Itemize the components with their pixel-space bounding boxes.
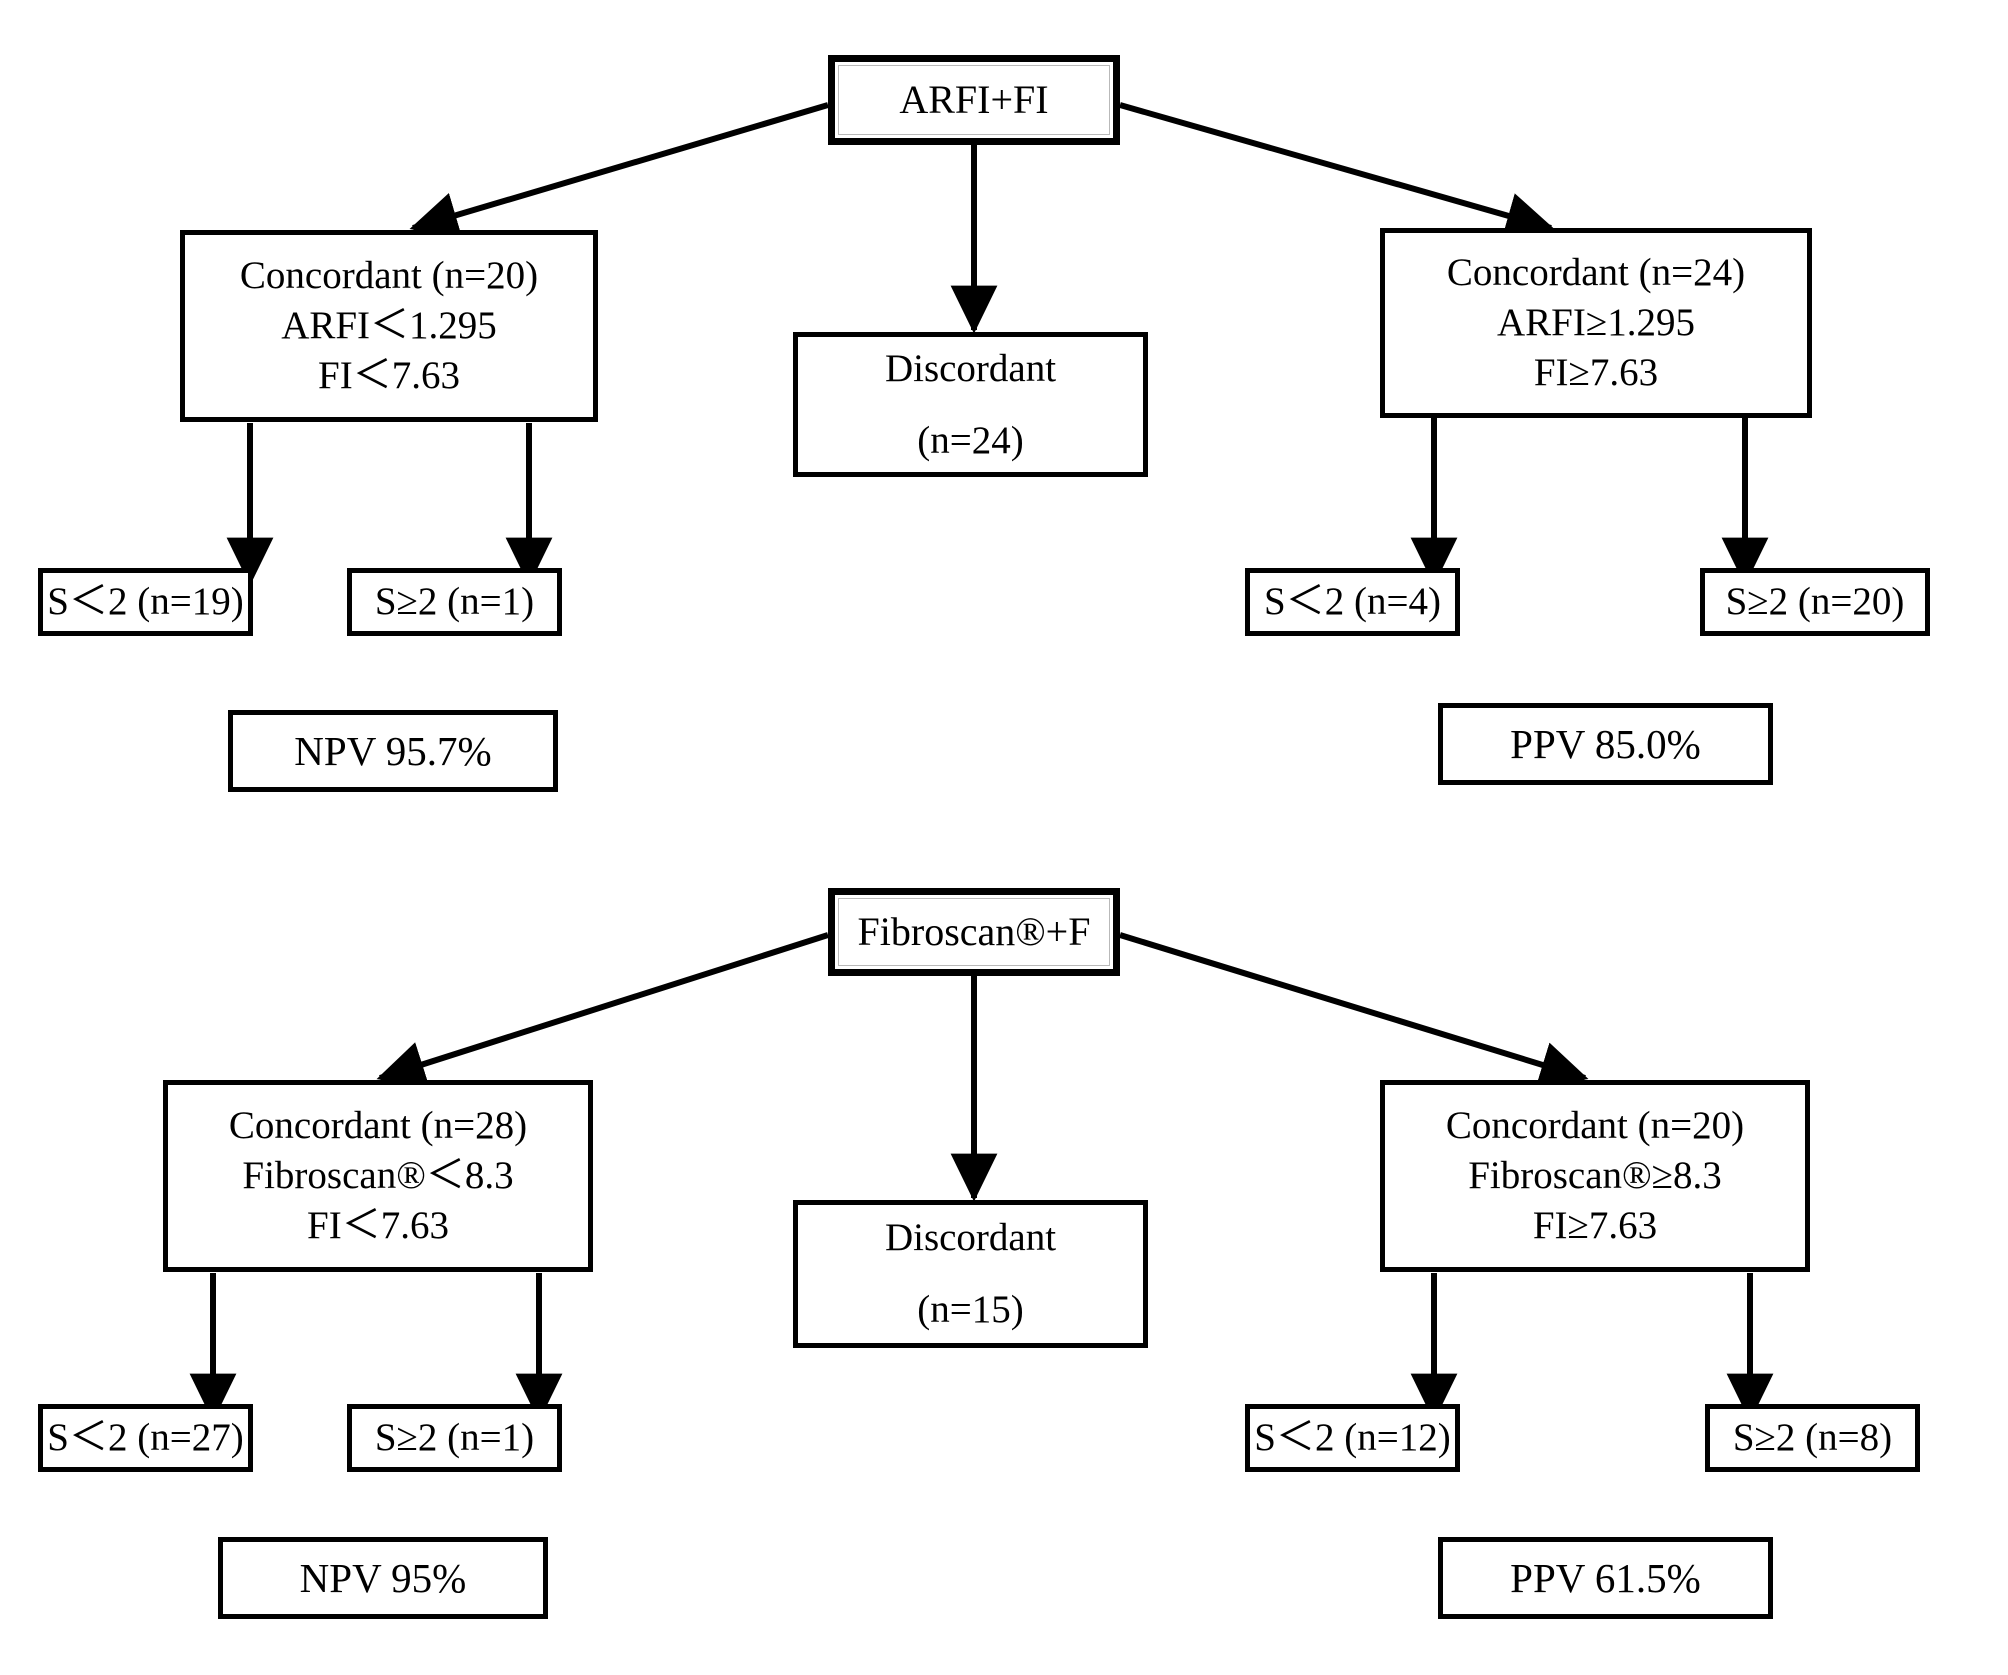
node-leaf-arfi-right-high-label: S≥2 (n=20): [1725, 580, 1905, 624]
node-leaf-arfi-right-high[interactable]: S≥2 (n=20): [1700, 568, 1930, 636]
edge-root1-to-left-concordant: [409, 102, 829, 238]
node-leaf-fibroscan-left-low[interactable]: S＜2 (n=27): [38, 1404, 253, 1472]
node-right-concordant-fibroscan[interactable]: Concordant (n=20) Fibroscan®≥8.3 FI≥7.63: [1380, 1080, 1810, 1272]
node-right-concordant-arfi-line2: ARFI≥1.295: [1496, 301, 1695, 345]
node-left-concordant-arfi-line2: ARFI＜1.295: [281, 304, 497, 348]
node-discordant-arfi-line1: Discordant: [884, 346, 1057, 390]
node-left-concordant-fibroscan[interactable]: Concordant (n=28) Fibroscan®＜8.3 FI＜7.63: [163, 1080, 593, 1272]
node-leaf-fibroscan-right-low-label: S＜2 (n=12): [1254, 1416, 1451, 1460]
node-leaf-fibroscan-right-high[interactable]: S≥2 (n=8): [1705, 1404, 1920, 1472]
node-leaf-arfi-left-low-label: S＜2 (n=19): [47, 580, 244, 624]
node-discordant-fibroscan[interactable]: Discordant (n=15): [793, 1200, 1148, 1348]
node-left-concordant-fibroscan-line2: Fibroscan®＜8.3: [242, 1154, 514, 1198]
edge-root2-to-right-concordant: [1119, 932, 1589, 1088]
node-ppv-fibroscan[interactable]: PPV 61.5%: [1438, 1537, 1773, 1619]
node-leaf-fibroscan-right-low[interactable]: S＜2 (n=12): [1245, 1404, 1460, 1472]
node-leaf-arfi-right-low[interactable]: S＜2 (n=4): [1245, 568, 1460, 636]
node-npv-arfi-label: NPV 95.7%: [294, 727, 492, 774]
edge-root1-to-right-concordant: [1119, 102, 1555, 239]
node-left-concordant-fibroscan-line1: Concordant (n=28): [228, 1104, 528, 1148]
node-npv-arfi[interactable]: NPV 95.7%: [228, 710, 558, 792]
node-right-concordant-arfi[interactable]: Concordant (n=24) ARFI≥1.295 FI≥7.63: [1380, 228, 1812, 418]
node-left-concordant-arfi-line1: Concordant (n=20): [239, 254, 539, 298]
node-right-concordant-fibroscan-line1: Concordant (n=20): [1445, 1104, 1745, 1148]
node-leaf-fibroscan-left-low-label: S＜2 (n=27): [47, 1416, 244, 1460]
node-leaf-arfi-left-low[interactable]: S＜2 (n=19): [38, 568, 253, 636]
node-npv-fibroscan[interactable]: NPV 95%: [218, 1537, 548, 1619]
node-discordant-fibroscan-line1: Discordant: [884, 1216, 1057, 1260]
node-leaf-fibroscan-left-high-label: S≥2 (n=1): [374, 1416, 535, 1460]
node-discordant-arfi[interactable]: Discordant (n=24): [793, 332, 1148, 477]
node-ppv-arfi[interactable]: PPV 85.0%: [1438, 703, 1773, 785]
node-leaf-arfi-right-low-label: S＜2 (n=4): [1264, 580, 1441, 624]
node-leaf-fibroscan-left-high[interactable]: S≥2 (n=1): [347, 1404, 562, 1472]
node-leaf-fibroscan-right-high-label: S≥2 (n=8): [1732, 1416, 1893, 1460]
node-left-concordant-arfi[interactable]: Concordant (n=20) ARFI＜1.295 FI＜7.63: [180, 230, 598, 422]
node-leaf-arfi-left-high-label: S≥2 (n=1): [374, 580, 535, 624]
edge-root2-to-left-concordant: [376, 932, 829, 1087]
node-npv-fibroscan-label: NPV 95%: [299, 1554, 467, 1601]
node-root-arfi-fi[interactable]: ARFI+FI: [828, 55, 1120, 145]
node-right-concordant-arfi-line1: Concordant (n=24): [1446, 251, 1746, 295]
node-root-arfi-fi-label: ARFI+FI: [899, 77, 1049, 123]
node-right-concordant-arfi-line3: FI≥7.63: [1533, 350, 1659, 394]
node-right-concordant-fibroscan-line3: FI≥7.63: [1532, 1203, 1658, 1247]
node-left-concordant-fibroscan-line3: FI＜7.63: [307, 1203, 449, 1247]
node-root-fibroscan-f-label: Fibroscan®+F: [857, 909, 1091, 955]
node-ppv-fibroscan-label: PPV 61.5%: [1510, 1554, 1701, 1601]
node-discordant-fibroscan-line2: (n=15): [917, 1288, 1024, 1331]
node-right-concordant-fibroscan-line2: Fibroscan®≥8.3: [1468, 1154, 1722, 1198]
node-left-concordant-arfi-line3: FI＜7.63: [318, 353, 460, 397]
node-leaf-arfi-left-high[interactable]: S≥2 (n=1): [347, 568, 562, 636]
node-ppv-arfi-label: PPV 85.0%: [1510, 720, 1701, 767]
node-root-fibroscan-f[interactable]: Fibroscan®+F: [828, 888, 1120, 976]
node-discordant-arfi-line2: (n=24): [917, 418, 1024, 462]
